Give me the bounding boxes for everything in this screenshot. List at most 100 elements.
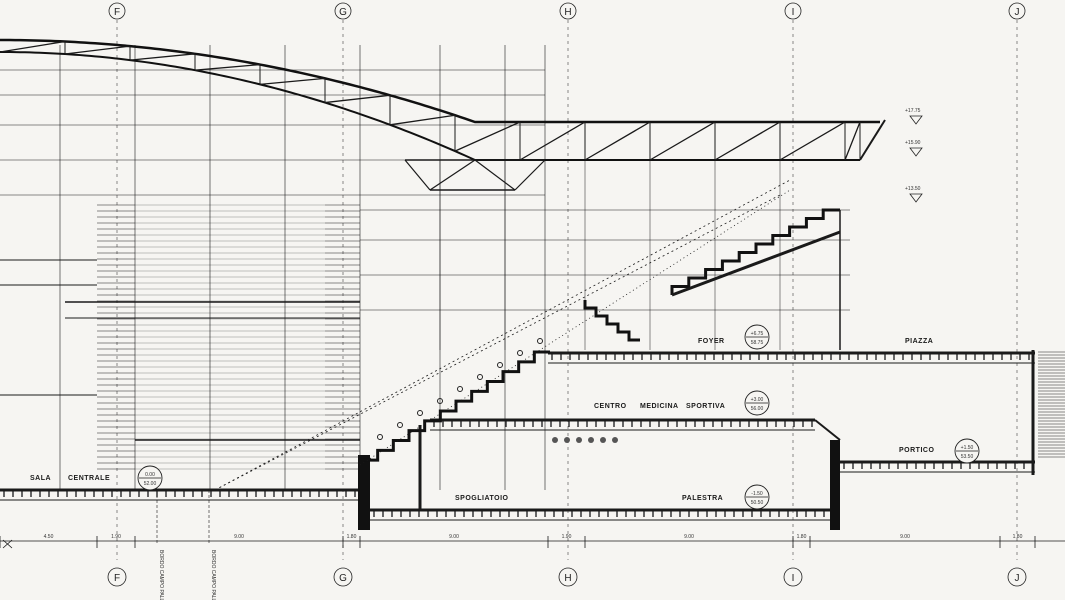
roof-edge — [859, 119, 886, 161]
grid-axis-bubble-top — [784, 2, 802, 20]
room-label-spogliatoio: SPOGLIATOIO — [455, 495, 509, 502]
truss-diagonal — [194, 63, 261, 71]
room-label-piazza: PIAZZA — [905, 338, 933, 345]
truss-diagonal — [0, 40, 66, 53]
retaining-wall — [358, 455, 370, 530]
truss-diagonal — [844, 121, 861, 161]
truss-diagonal — [64, 45, 131, 55]
roof-bottom-chord — [0, 51, 860, 161]
truss-diagonal — [474, 159, 516, 191]
dimension-value: 9.00 — [449, 534, 459, 540]
upper-tribune-soffit — [671, 230, 841, 297]
level-absolute: 53.50 — [961, 454, 974, 460]
equipment-marker — [564, 437, 570, 443]
sloped-wall — [814, 419, 841, 441]
level-triangle-icon — [909, 193, 923, 203]
truss-diagonal — [429, 159, 476, 191]
grid-axis-label-bottom: H — [564, 573, 571, 584]
truss-diagonal — [404, 159, 431, 191]
room-label-centrale: CENTRALE — [68, 475, 110, 482]
sightline — [214, 194, 781, 491]
equipment-marker — [600, 437, 606, 443]
level-triangle-icon — [909, 147, 923, 157]
equipment-marker — [612, 437, 618, 443]
level-absolute: 50.50 — [751, 500, 764, 506]
roof-top-chord — [0, 38, 880, 124]
truss-diagonal — [649, 121, 716, 161]
equipment-marker — [588, 437, 594, 443]
lower-tribune-steps — [360, 350, 550, 470]
dimension-value: 1.80 — [797, 534, 807, 540]
court-boundary-note: BORDO CAMPO PALLAMANO — [210, 550, 216, 600]
room-label-foyer: FOYER — [698, 338, 725, 345]
dimension-value: 9.00 — [900, 534, 910, 540]
truss-diagonal — [324, 94, 391, 104]
grid-axis-label-top: I — [792, 7, 795, 18]
truss-diagonal — [129, 53, 196, 61]
room-label-medicina: MEDICINA — [640, 403, 679, 410]
section-arrow — [2, 539, 13, 549]
dimension-value: 9.00 — [234, 534, 244, 540]
level-absolute: 56.00 — [751, 406, 764, 412]
level-triangle-icon — [909, 115, 923, 125]
grid-axis-bubble-bottom — [333, 567, 353, 587]
truss-diagonal — [389, 114, 456, 126]
grid-axis-bubble-top — [1008, 2, 1026, 20]
room-label-sala: SALA — [30, 475, 51, 482]
seat-marker — [517, 350, 523, 356]
truss-diagonal — [779, 121, 846, 161]
seat-marker — [377, 434, 383, 440]
room-label-palestra: PALESTRA — [682, 495, 723, 502]
grid-axis-label-bottom: F — [114, 573, 120, 584]
level-relative: +3.00 — [751, 397, 764, 403]
dimension-value: 1.90 — [111, 534, 121, 540]
grid-axis-bubble-bottom — [107, 567, 127, 587]
seat-marker — [437, 398, 443, 404]
truss-diagonal — [584, 121, 651, 161]
foyer-stair — [583, 300, 640, 342]
grid-axis-label-top: G — [339, 7, 347, 18]
grid-axis-bubble-bottom — [558, 567, 578, 587]
seat-marker — [477, 374, 483, 380]
court-boundary-note: BORDO CAMPO PALLAVOLO — [158, 550, 164, 600]
equipment-marker — [576, 437, 582, 443]
grid-axis-label-top: J — [1015, 7, 1020, 18]
sightline — [214, 179, 791, 491]
room-label-sportiva: SPORTIVA — [686, 403, 725, 410]
truss-diagonal — [259, 77, 326, 86]
level-relative: +1.50 — [961, 445, 974, 451]
seat-marker — [417, 410, 423, 416]
dimension-value: 1.80 — [1013, 534, 1023, 540]
grid-axis-bubble-top — [108, 2, 126, 20]
level-relative: 0.00 — [145, 472, 155, 478]
upper-tribune-steps — [670, 208, 840, 295]
roof-level-value: +13.50 — [905, 186, 921, 192]
seat-marker — [537, 338, 543, 344]
dimension-value: 1.90 — [562, 534, 572, 540]
grid-axis-label-bottom: J — [1015, 573, 1020, 584]
truss-diagonal — [514, 159, 546, 191]
grid-axis-label-bottom: I — [792, 573, 795, 584]
equipment-marker — [552, 437, 558, 443]
grid-axis-label-bottom: G — [339, 573, 347, 584]
dimension-value: 1.80 — [347, 534, 357, 540]
level-relative: -1.50 — [751, 491, 763, 497]
level-relative: +6.75 — [751, 331, 764, 337]
retaining-wall — [830, 440, 840, 530]
seat-marker — [497, 362, 503, 368]
grid-axis-label-top: F — [114, 7, 120, 18]
grid-axis-bubble-top — [334, 2, 352, 20]
grid-axis-bubble-top — [559, 2, 577, 20]
sightline — [359, 189, 791, 466]
seat-marker — [397, 422, 403, 428]
roof-level-value: +17.75 — [905, 108, 921, 114]
grid-axis-bubble-bottom — [1007, 567, 1027, 587]
truss-diagonal — [714, 121, 781, 161]
room-label-portico: PORTICO — [899, 447, 934, 454]
roof-level-value: +15.90 — [905, 140, 921, 146]
truss-diagonal — [519, 121, 586, 161]
steps — [1035, 350, 1065, 460]
grid-axis-label-top: H — [564, 7, 571, 18]
